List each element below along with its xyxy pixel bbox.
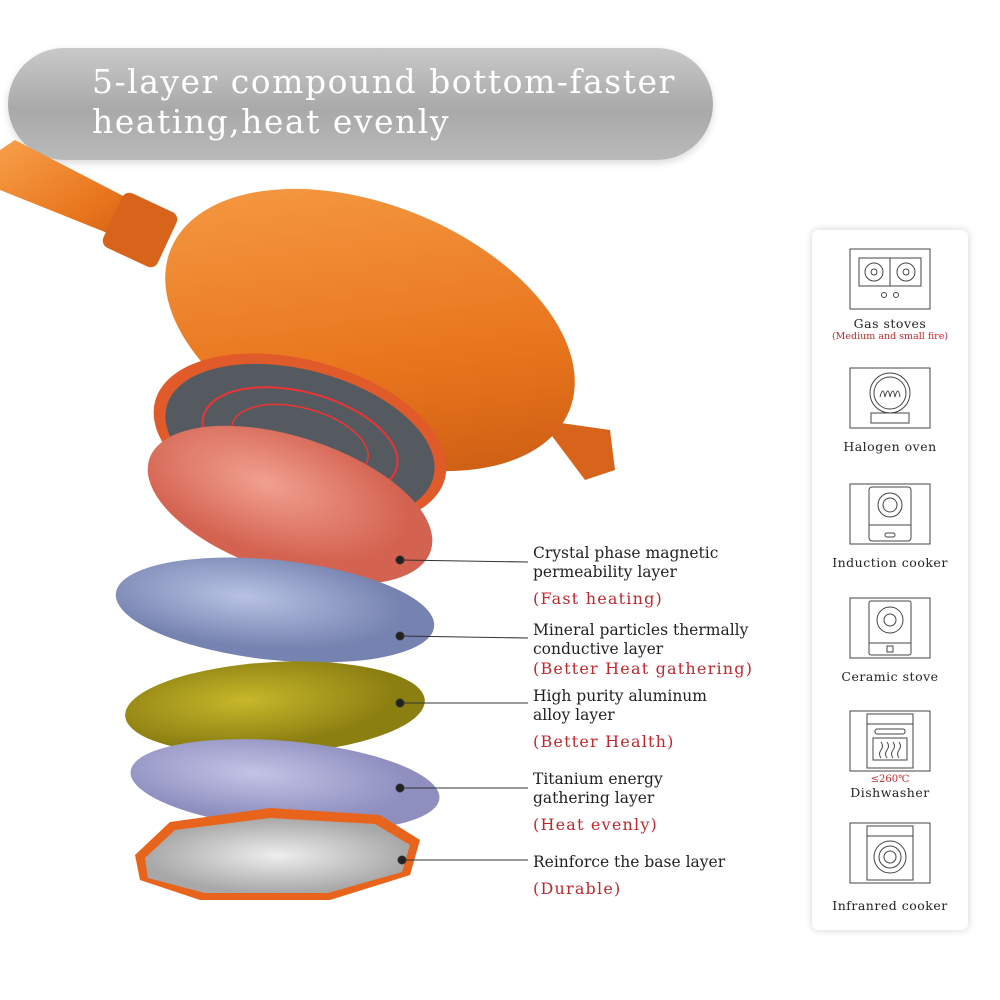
- layer-benefit: (Durable): [533, 879, 622, 898]
- infrared-cooker-icon: [849, 822, 931, 884]
- title-banner: [8, 48, 713, 160]
- compat-dishwasher: ≤260℃ Dishwasher: [812, 710, 968, 800]
- layer-label-base: Reinforce the base layer (Durable): [533, 853, 725, 898]
- layer-label-aluminum: High purity aluminum alloy layer (Better…: [533, 687, 707, 751]
- layer-label-titanium: Titanium energy gathering layer (Heat ev…: [533, 770, 663, 834]
- layer-name: gathering layer: [533, 789, 655, 807]
- layer-mineral: [115, 557, 435, 663]
- layer-crystal: [147, 425, 433, 585]
- compat-halogen-oven: Halogen oven: [812, 367, 968, 454]
- banner-title: 5-layer compound bottom-faster heating,h…: [92, 62, 676, 142]
- compat-label: Dishwasher: [850, 785, 930, 800]
- compat-label: Induction cooker: [832, 555, 948, 570]
- layer-label-mineral: Mineral particles thermally conductive l…: [533, 621, 753, 678]
- gas-stove-icon: [849, 248, 931, 310]
- layer-benefit: (Better Heat gathering): [533, 659, 754, 678]
- compat-note: ≤260℃: [870, 774, 910, 785]
- compat-label: Gas stoves: [853, 316, 927, 331]
- layer-benefit: (Fast heating): [533, 589, 663, 608]
- layer-name: alloy layer: [533, 706, 615, 724]
- induction-cooker-icon: [849, 483, 931, 545]
- layer-name: Titanium energy: [533, 770, 663, 788]
- banner-line-2: heating,heat evenly: [92, 102, 451, 141]
- layer-benefit: (Better Health): [533, 732, 675, 751]
- layer-name: permeability layer: [533, 563, 677, 581]
- layer-aluminum: [125, 661, 425, 755]
- layer-name: Mineral particles thermally: [533, 621, 749, 639]
- layer-titanium: [130, 739, 440, 831]
- ceramic-stove-icon: [849, 597, 931, 659]
- dishwasher-icon: [849, 710, 931, 772]
- pan-exploded-illustration: [0, 140, 615, 900]
- halogen-oven-icon: [849, 367, 931, 429]
- layer-base: [135, 808, 420, 900]
- banner-line-1: 5-layer compound bottom-faster: [92, 62, 676, 101]
- layer-name: Crystal phase magnetic: [533, 544, 719, 562]
- compat-ceramic-stove: Ceramic stove: [812, 597, 968, 684]
- compat-note: (Medium and small fire): [831, 331, 949, 342]
- compat-induction-cooker: Induction cooker: [812, 483, 968, 570]
- layer-label-crystal: Crystal phase magnetic permeability laye…: [533, 544, 718, 608]
- layer-benefit: (Heat evenly): [533, 815, 658, 834]
- compat-label: Infranred cooker: [832, 898, 948, 913]
- compat-label: Halogen oven: [843, 439, 937, 454]
- compat-gas-stoves: Gas stoves (Medium and small fire): [812, 248, 968, 342]
- layer-name: High purity aluminum: [533, 687, 707, 705]
- compatibility-panel: Gas stoves (Medium and small fire) Halog…: [812, 230, 968, 930]
- layer-name: conductive layer: [533, 640, 664, 658]
- layer-name: Reinforce the base layer: [533, 853, 726, 871]
- compat-infrared-cooker: Infranred cooker: [812, 822, 968, 913]
- compat-label: Ceramic stove: [841, 669, 939, 684]
